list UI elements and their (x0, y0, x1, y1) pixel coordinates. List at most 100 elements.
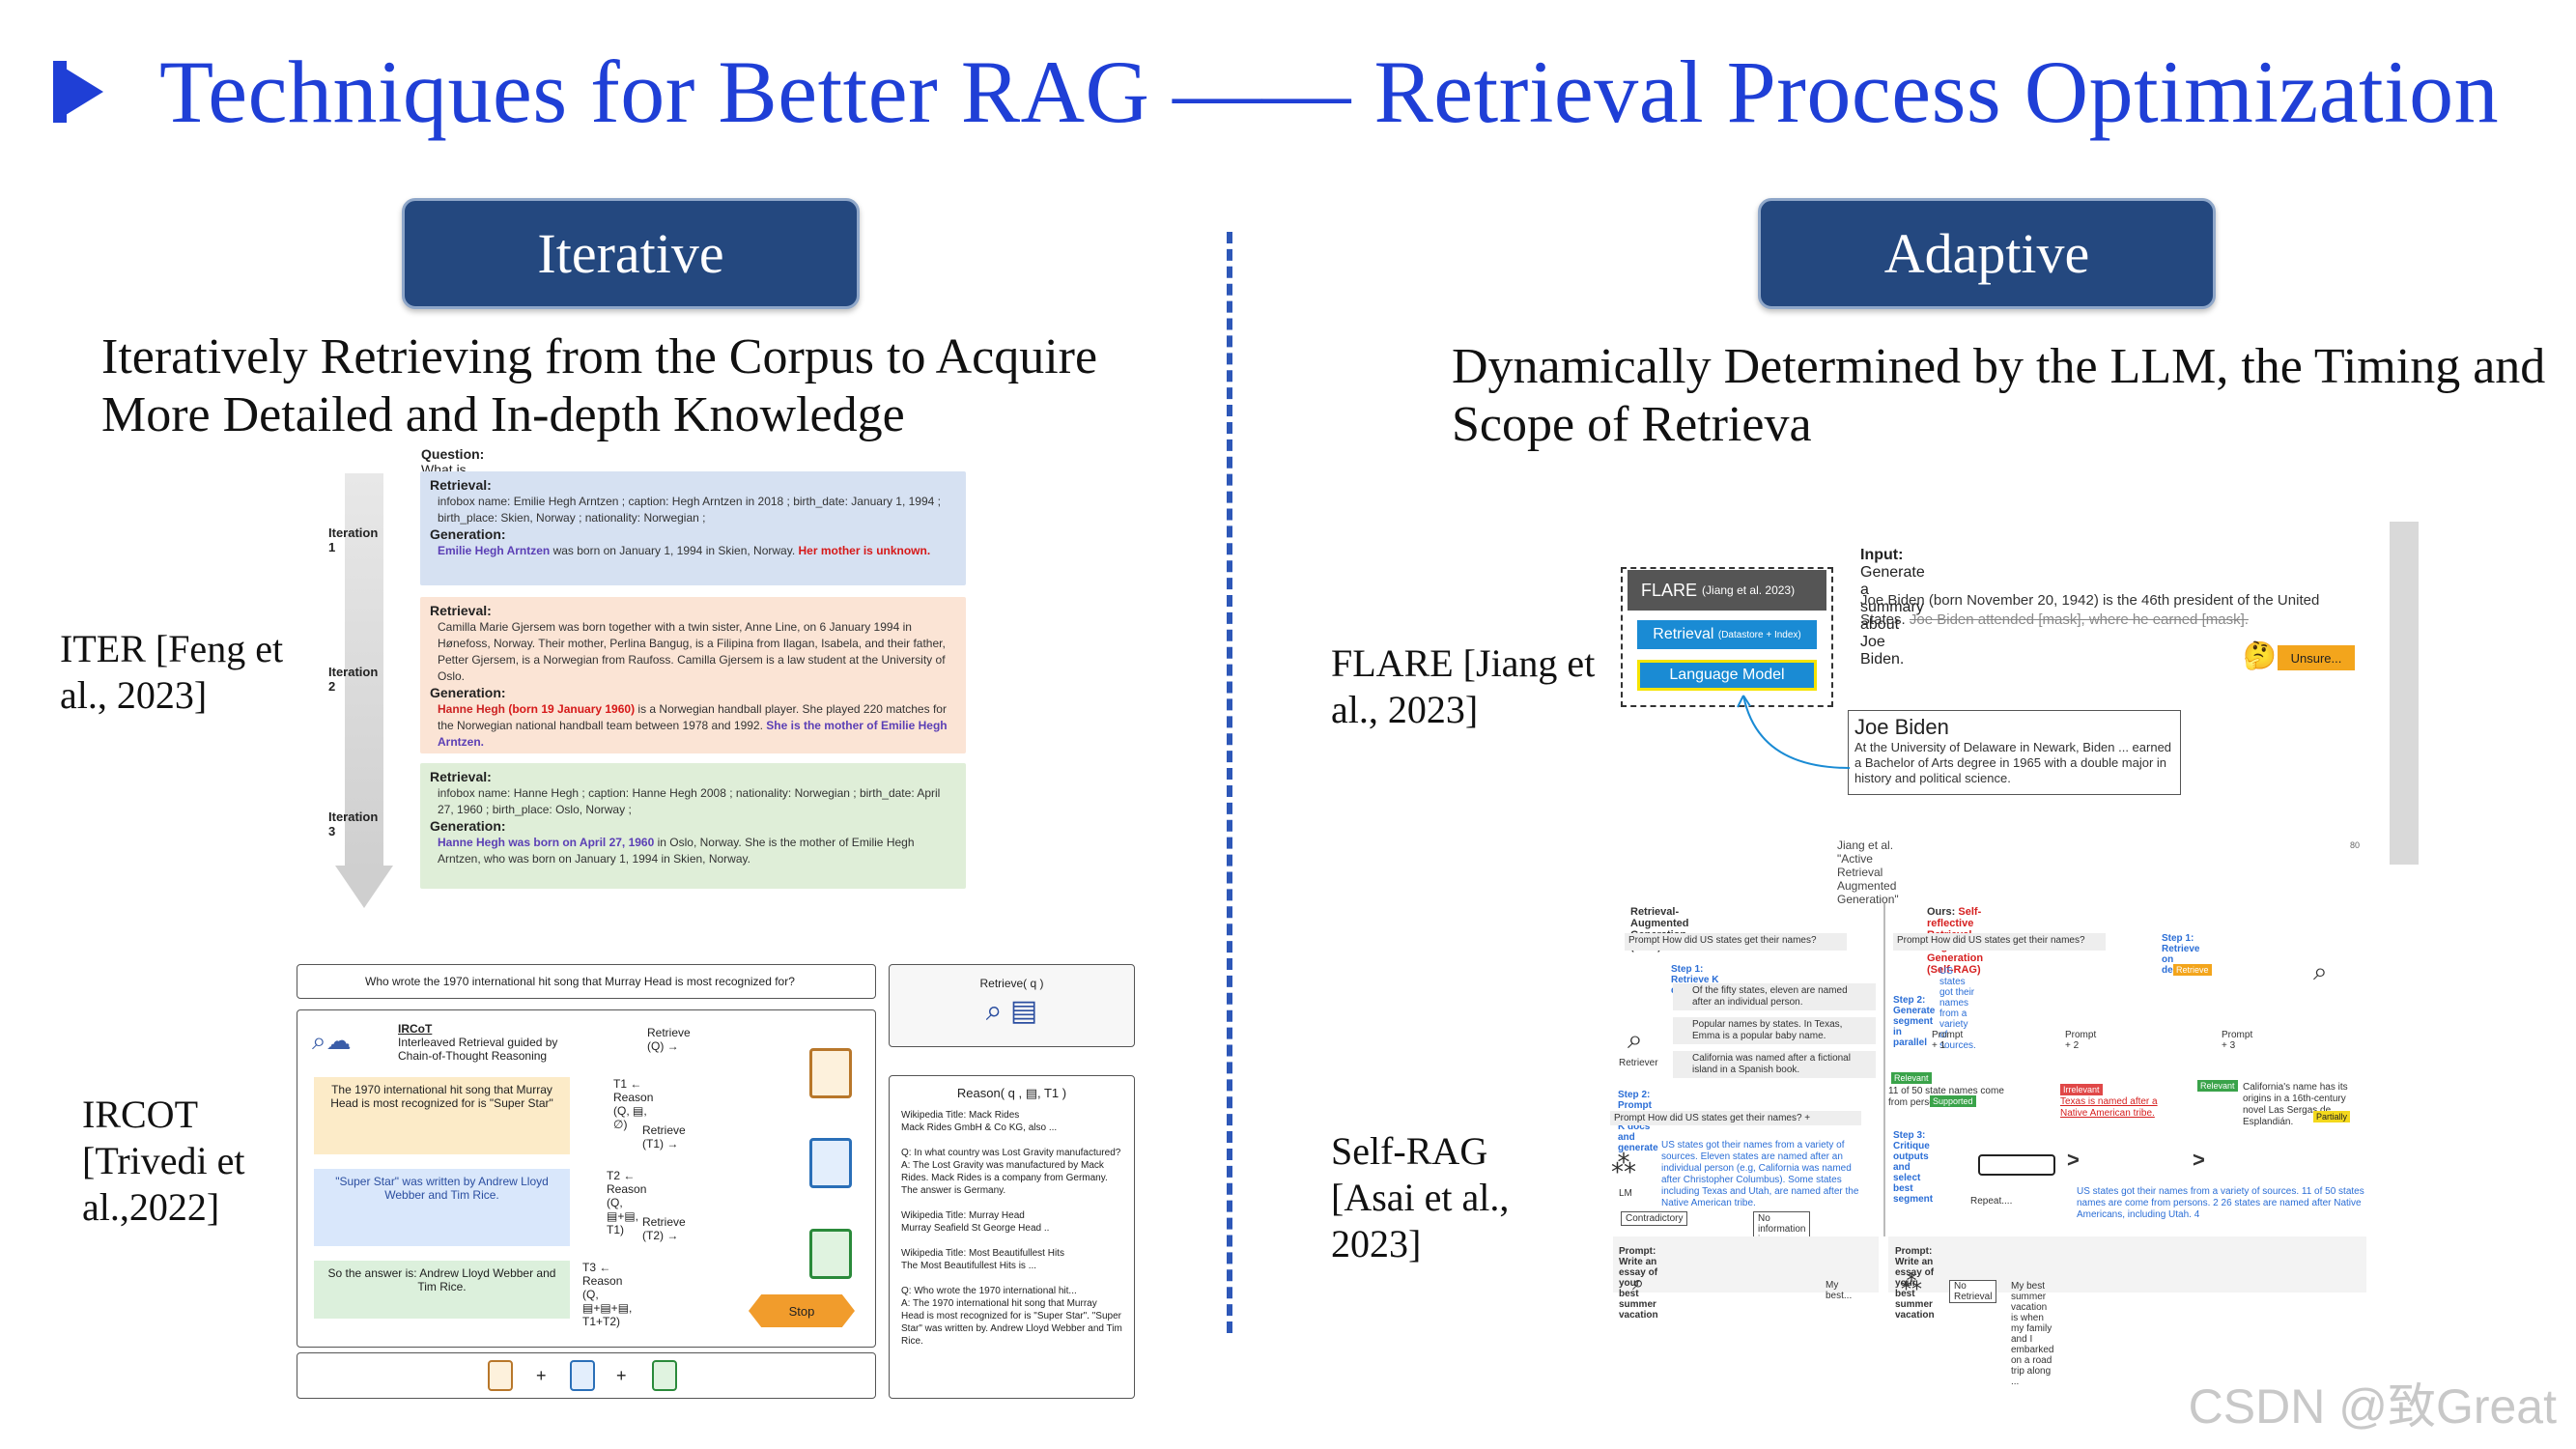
ircot-name: IRCoT (398, 1022, 433, 1036)
selfrag-essay-lm-icon: ⁂ (1901, 1270, 1922, 1294)
generation-body: was born on January 1, 1994 in Skien, No… (550, 544, 799, 557)
iteration-1-label: Iteration 1 (328, 526, 379, 554)
iteration-down-arrow (335, 473, 393, 908)
doc-icon-orange (809, 1048, 852, 1098)
iteration-2-block: Retrieval: Camilla Marie Gjersem was bor… (420, 597, 966, 753)
selfrag-citation-line2: [Asai et al., (1331, 1176, 1510, 1219)
iteration-3-label: Iteration 3 (328, 810, 379, 838)
rag-essay-panel (1613, 1236, 1879, 1293)
iteration-3-block: Retrieval: infobox name: Hanne Hegh ; ca… (420, 763, 966, 889)
rag-essay-prompt: Prompt: Write an essay of your best summ… (1619, 1246, 1658, 1321)
ircot-step-5: Retrieve (T2) → (642, 1215, 686, 1242)
flare-scrollbar (2390, 522, 2419, 865)
greater-than-2: > (2193, 1148, 2205, 1172)
retrieve-tag: Retrieve (2173, 964, 2212, 976)
retrieval-text: Camilla Marie Gjersem was born together … (438, 620, 946, 683)
generation-body: is a Norwegian handball player. She play… (438, 702, 947, 732)
supported-tag: Supported (1930, 1095, 1976, 1107)
thinking-face-icon: 🤔 (2243, 640, 2277, 670)
iteration-1-block: Retrieval: infobox name: Emilie Hegh Arn… (420, 471, 966, 585)
stop-sign: Stop (749, 1294, 855, 1327)
doc-icon-blue-small (570, 1360, 595, 1391)
retrieve-header: Retrieve( q ) (979, 977, 1044, 990)
iterative-description: Iteratively Retrieving from the Corpus t… (101, 328, 1097, 444)
retrieval-heading: Retrieval: (430, 477, 492, 493)
partially-tag: Partially (2313, 1111, 2351, 1122)
flare-input-label: Input: (1860, 547, 1904, 563)
thought-t2-text: "Super Star" was written by Andrew Lloyd… (335, 1175, 549, 1202)
segment-3: California's name has its origins in a 1… (2243, 1082, 2348, 1127)
generation-heading: Generation: (430, 685, 506, 700)
selfrag-essay-prompt: Prompt: Write an essay of your best summ… (1895, 1246, 1935, 1321)
generation-entity: Hanne Hegh (438, 702, 506, 716)
greater-than-1: > (2067, 1148, 2080, 1172)
contradictory-tag: Contradictory (1621, 1211, 1688, 1226)
play-arrow-icon (53, 61, 103, 123)
rag-doc-2: Popular names by states. In Texas, Emma … (1673, 1017, 1876, 1044)
selfrag-citation: Self-RAG [Asai et al., 2023] (1331, 1128, 1509, 1267)
reason-header: Reason( q , ▤, T1 ) (956, 1086, 1067, 1100)
magnifier-icon: ⌕ ▤ (985, 995, 1038, 1027)
retrieval-heading: Retrieval: (430, 603, 492, 618)
ircot-question-box: Who wrote the 1970 international hit son… (297, 964, 876, 999)
best-segment-box (1978, 1154, 2055, 1176)
section-divider (1227, 232, 1232, 1333)
selfrag-citation-line1: Self-RAG (1331, 1129, 1488, 1173)
retrieval-heading: Retrieval: (430, 769, 492, 784)
flare-footer: Jiang et al. "Active Retrieval Augmented… (1837, 838, 1899, 906)
flare-retrieval-sub: (Datastore + Index) (1717, 629, 1801, 640)
iterative-description-line2: More Detailed and In-depth Knowledge (101, 387, 905, 442)
rag-my-best: My best... (1826, 1280, 1853, 1301)
relevant-tag-1: Relevant (1891, 1072, 1932, 1084)
ircot-citation-line1: IRCOT (82, 1093, 198, 1136)
reason-panel: Reason( q , ▤, T1 ) Wikipedia Title: Mac… (889, 1075, 1135, 1399)
selfrag-output-1: US states got their names from a variety… (1939, 966, 1976, 1051)
generation-text: Hanne Hegh (born 19 January 1960) is a N… (430, 701, 956, 751)
ircot-step-2: T1 ← Reason (Q, ▤, ∅) (613, 1077, 654, 1131)
generation-birth: (born 19 January 1960) (505, 702, 636, 716)
relevant-tag-3: Relevant (2197, 1080, 2238, 1092)
flare-doc-title: Joe Biden (1854, 715, 1949, 739)
ircot-question: Who wrote the 1970 international hit son… (365, 975, 795, 988)
iterative-description-line1: Iteratively Retrieving from the Corpus t… (101, 329, 1098, 384)
iter-question-label: Question: (421, 446, 485, 462)
plus-icon: + (616, 1366, 627, 1385)
thought-t3-card: So the answer is: Andrew Lloyd Webber an… (314, 1261, 570, 1319)
selfrag-my-best: My best summer vacation is when my famil… (2011, 1281, 2054, 1387)
flare-return-arrow (1737, 695, 1851, 769)
rag-doc-1: Of the fifty states, eleven are named af… (1673, 983, 1876, 1010)
generation-text: Emilie Hegh Arntzen was born on January … (430, 543, 956, 559)
rag-prompt-k: Prompt How did US states get their names… (1610, 1111, 1861, 1125)
segment-1: 11 of 50 state names come from persons. (1888, 1086, 2004, 1108)
prompt-plus-1: Prompt + 1 (1932, 1030, 1964, 1051)
flare-doc-text: At the University of Delaware in Newark,… (1854, 740, 2172, 785)
ircot-citation-line3: al.,2022] (82, 1185, 220, 1229)
generation-highlight: She is the mother of Emilie Hegh Arntzen… (438, 719, 948, 749)
retriever-label: Retriever (1619, 1058, 1658, 1068)
slide-title: Techniques for Better RAG —— Retrieval P… (159, 43, 2500, 141)
selfrag-search-icon: ⌕ (2313, 956, 2328, 985)
flare-title: FLARE (Jiang et al. 2023) (1628, 570, 1826, 611)
rag-essay-search-icon: ⌕ (1632, 1270, 1645, 1294)
selfrag-title-prefix: Ours: (1927, 906, 1959, 918)
adaptive-description: Dynamically Determined by the LLM, the T… (1452, 338, 2545, 454)
iter-citation: ITER [Feng et al., 2023] (60, 626, 283, 719)
generation-entity: Emilie Hegh Arntzen (438, 544, 551, 557)
retriever-search-icon: ⌕ (1628, 1024, 1643, 1054)
repeat-label: Repeat.... (1970, 1196, 2013, 1207)
flare-struck-text: Joe Biden attended [mask], where he earn… (1909, 611, 2249, 628)
doc-icon-green-small (652, 1360, 677, 1391)
selfrag-step3: Step 3: Critique outputs and select best… (1893, 1130, 1934, 1205)
iterative-badge: Iterative (402, 198, 860, 309)
ircot-subtitle: Interleaved Retrieval guided by Chain-of… (398, 1036, 558, 1063)
flare-citation-line2: al., 2023] (1331, 688, 1479, 731)
generation-highlight: Hanne Hegh was born on April 27, 1960 (438, 836, 655, 849)
thought-t2-card: "Super Star" was written by Andrew Lloyd… (314, 1169, 570, 1246)
rag-output: US states got their names from a variety… (1661, 1140, 1859, 1208)
thought-t3-text: So the answer is: Andrew Lloyd Webber an… (327, 1266, 556, 1293)
flare-page-number: 80 (2350, 840, 2361, 850)
lm-network-icon: ⁂ (1611, 1150, 1636, 1179)
title-bar: Techniques for Better RAG —— Retrieval P… (53, 39, 2499, 145)
unsure-badge: Unsure... (2278, 645, 2355, 670)
rag-prompt: Prompt How did US states get their names… (1625, 933, 1847, 951)
